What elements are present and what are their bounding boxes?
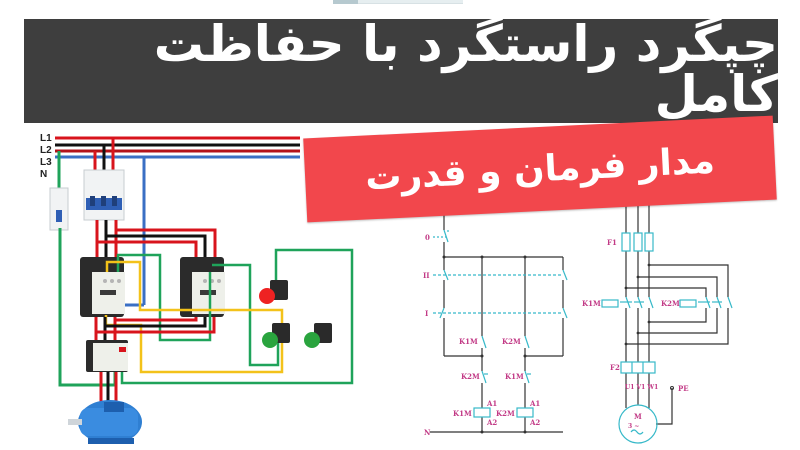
phase-label-l1: L1: [40, 133, 52, 144]
label-k2m-power: K2M: [661, 299, 680, 308]
label-k2m-hold: K2M: [502, 337, 521, 346]
stop-button: [259, 280, 288, 304]
label-coil-k2m: K2M: [496, 409, 515, 418]
page-subtitle: مدار فرمان و قدرت: [364, 139, 716, 199]
label-a2-left: A2: [487, 418, 498, 427]
label-fuse-f1: F1: [607, 238, 617, 247]
label-motor-type: 3 ~: [628, 423, 640, 430]
label-k1m-power: K1M: [582, 299, 601, 308]
breaker-3p: [83, 169, 125, 221]
phase-label-l3: L3: [40, 157, 52, 168]
label-terminals: U1 V1 W1: [625, 384, 659, 391]
phase-label-l2: L2: [40, 145, 52, 156]
label-forward: I: [425, 309, 429, 318]
contactor-k2m: [180, 257, 225, 317]
label-k1m-interlock: K1M: [505, 372, 524, 381]
label-neutral: N: [424, 428, 431, 437]
motor-3phase: [68, 400, 142, 444]
top-tab-decoration: [333, 0, 463, 4]
label-k1m-hold: K1M: [459, 337, 478, 346]
label-pe: PE: [678, 384, 689, 393]
label-reverse: II: [423, 271, 430, 280]
label-a2-right: A2: [530, 418, 541, 427]
label-k2m-interlock: K2M: [461, 372, 480, 381]
label-overload-f2: F2: [610, 363, 620, 372]
start-reverse-button: [304, 323, 332, 348]
label-coil-k1m: K1M: [453, 409, 472, 418]
tab-accent: [333, 0, 358, 4]
start-forward-button: [262, 323, 290, 348]
label-stop: 0: [425, 233, 430, 242]
overload-relay: [86, 340, 128, 372]
page-title: چپگرد راستگرد با حفاظت کامل: [153, 15, 778, 123]
phase-label-n: N: [40, 169, 48, 180]
label-a1-left: A1: [487, 399, 498, 408]
label-a1-right: A1: [530, 399, 541, 408]
contactor-k1m: [80, 257, 125, 317]
title-banner: چپگرد راستگرد با حفاظت کامل: [24, 19, 778, 123]
label-motor: M: [634, 412, 642, 421]
